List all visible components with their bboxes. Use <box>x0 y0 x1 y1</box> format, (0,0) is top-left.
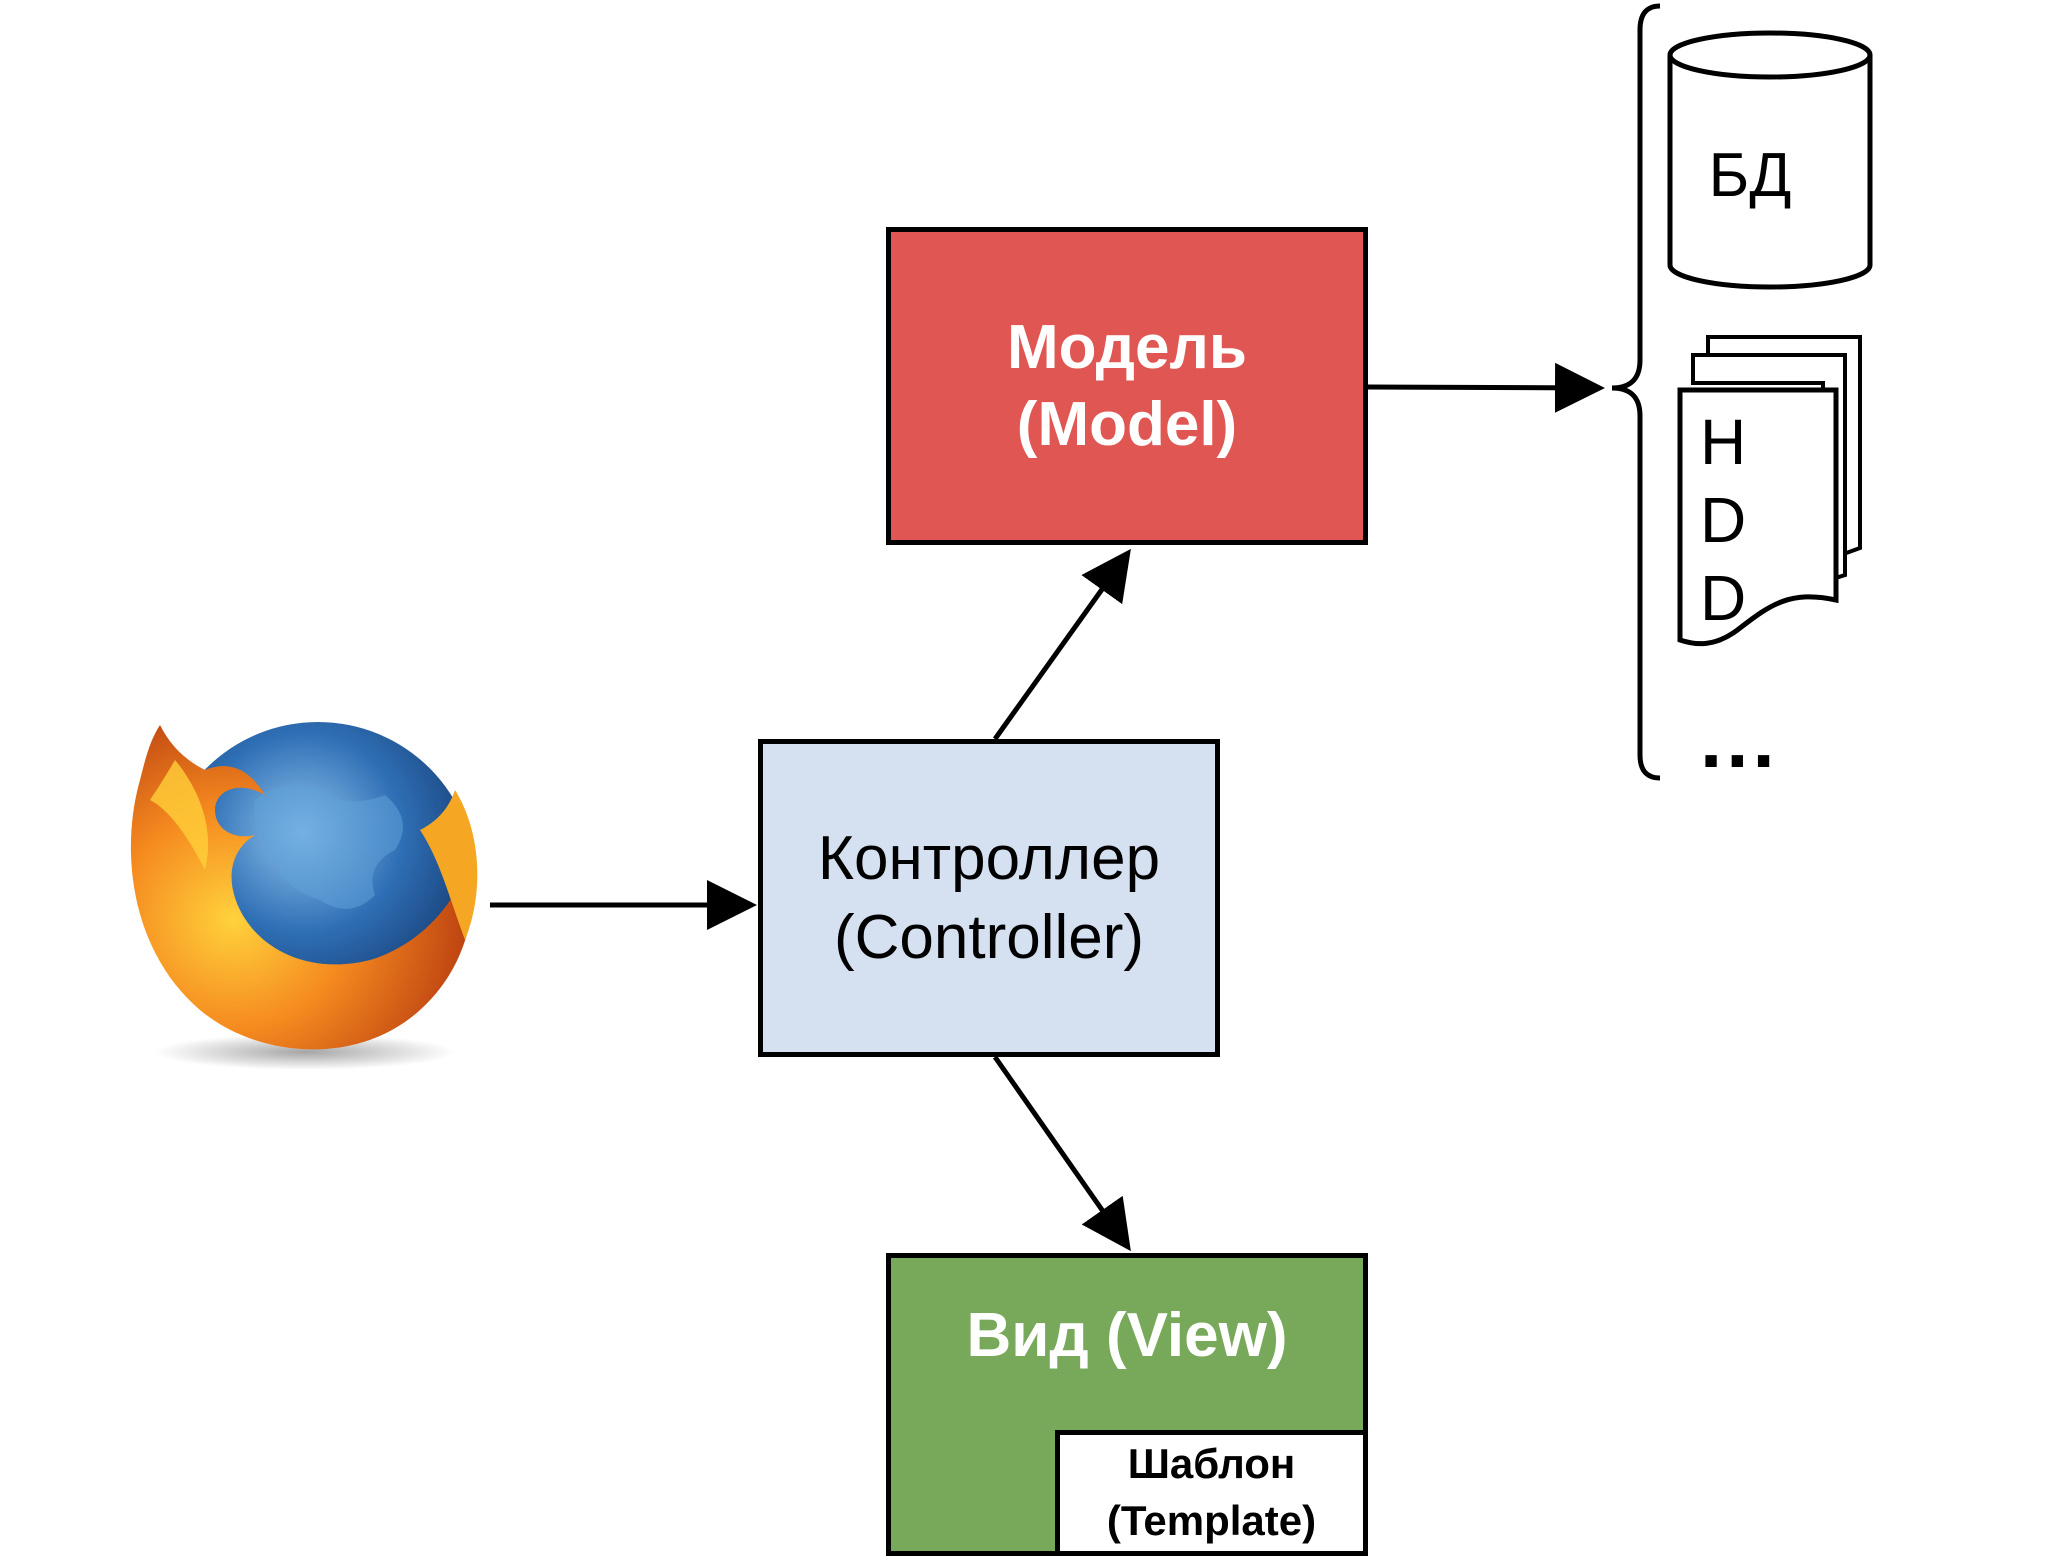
hdd-letter-d2: D <box>1700 562 1747 634</box>
hdd-letter-h: H <box>1700 406 1747 478</box>
model-subtitle: (Model) <box>1016 390 1238 459</box>
template-box: Шаблон (Template) <box>1055 1430 1368 1556</box>
firefox-browser-icon <box>130 722 478 1070</box>
database-label: БД <box>1708 141 1792 210</box>
storage-brace <box>1611 3 1661 781</box>
arrow-controller-to-model <box>992 548 1131 741</box>
more-storage-ellipsis: ... <box>1700 695 1779 784</box>
controller-box: Контроллер (Controller) <box>758 739 1220 1057</box>
hdd-letter-d1: D <box>1700 484 1747 556</box>
model-title: Модель <box>1006 312 1248 382</box>
template-title: Шаблон <box>1127 1440 1296 1488</box>
arrow-controller-to-view <box>992 1055 1131 1252</box>
model-box: Модель (Model) <box>886 227 1368 545</box>
controller-subtitle: (Controller) <box>833 903 1145 972</box>
arrow-model-to-storage <box>1367 362 1605 413</box>
template-subtitle: (Template) <box>1106 1497 1317 1544</box>
hdd-documents-icon <box>1677 335 1862 647</box>
database-icon <box>1667 30 1873 290</box>
view-title: Вид (View) <box>966 1301 1288 1370</box>
controller-title: Контроллер <box>817 823 1161 893</box>
